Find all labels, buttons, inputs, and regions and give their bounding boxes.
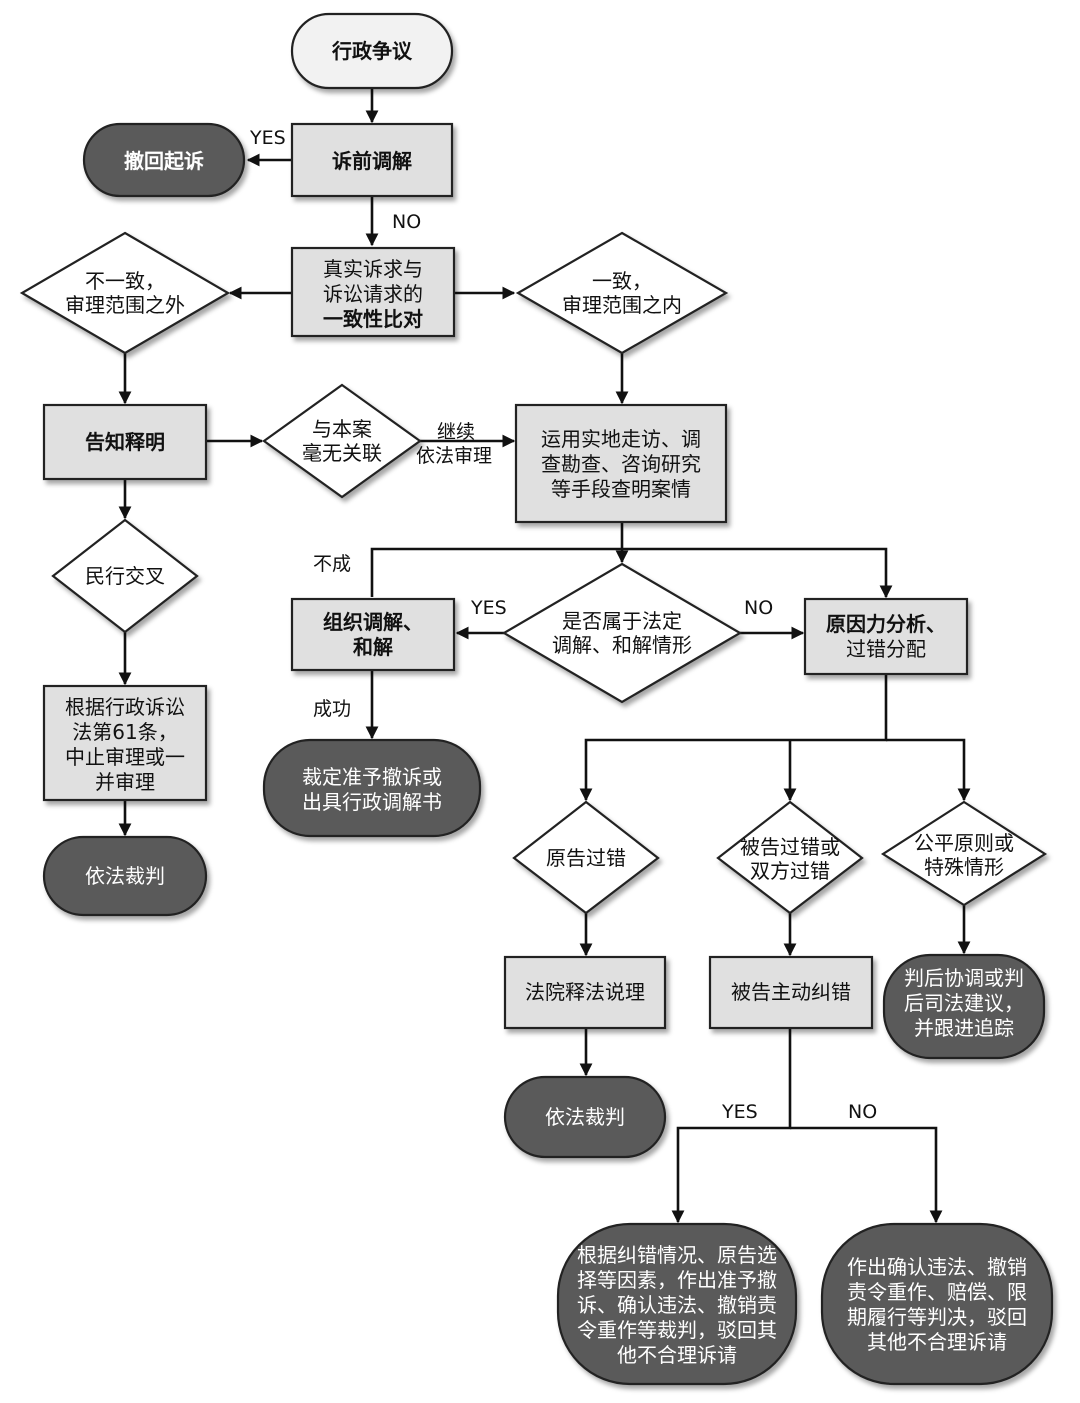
label-yes-result: YES bbox=[721, 1101, 758, 1123]
node-mismatch-line2: 审理范围之外 bbox=[65, 293, 185, 317]
node-judge-left-text: 依法裁判 bbox=[85, 864, 165, 888]
node-approve: 裁定准予撤诉或 出具行政调解书 bbox=[262, 738, 482, 838]
node-mismatch: 不一致， 审理范围之外 bbox=[19, 231, 231, 355]
label-no-compare: NO bbox=[392, 211, 421, 233]
edge-correct-branch bbox=[671, 1028, 792, 1224]
node-pre-mediation-text: 诉前调解 bbox=[332, 149, 412, 173]
node-result-yes-line2: 择等因素，作出准予撤 bbox=[577, 1268, 777, 1292]
node-court-explain-text: 法院释法说理 bbox=[525, 980, 645, 1004]
node-inform-text: 告知释明 bbox=[85, 430, 165, 454]
node-match-line2: 审理范围之内 bbox=[562, 293, 682, 317]
node-post-judgment-line3: 并跟进追踪 bbox=[914, 1016, 1014, 1040]
node-compare-line3: 一致性比对 bbox=[323, 307, 423, 331]
node-compare-line2: 诉讼请求的 bbox=[323, 282, 423, 306]
label-no-result: NO bbox=[848, 1101, 877, 1123]
node-organize: 组织调解、 和解 bbox=[290, 597, 456, 672]
node-approve-line2: 出具行政调解书 bbox=[302, 790, 442, 814]
node-investigate: 运用实地走访、调 查勘查、咨询研究 等手段查明案情 bbox=[514, 403, 728, 524]
node-dispute: 行政争议 bbox=[290, 12, 454, 90]
node-art61: 根据行政诉讼 法第61条， 中止审理或一 并审理 bbox=[42, 684, 208, 802]
node-art61-line1: 根据行政诉讼 bbox=[65, 695, 185, 719]
node-defendant-fault-line1: 被告过错或 bbox=[740, 835, 840, 859]
node-post-judgment-line1: 判后协调或判 bbox=[904, 966, 1024, 990]
node-organize-line1: 组织调解、 bbox=[323, 610, 423, 634]
node-judge-mid-text: 依法裁判 bbox=[545, 1105, 625, 1129]
node-cause-line1: 原因力分析、 bbox=[826, 612, 946, 636]
node-judge-left: 依法裁判 bbox=[42, 835, 208, 917]
edges bbox=[118, 88, 971, 1224]
node-is-legal-line1: 是否属于法定 bbox=[562, 609, 682, 633]
node-defendant-correct: 被告主动纠错 bbox=[708, 955, 874, 1030]
node-investigate-line1: 运用实地走访、调 bbox=[541, 427, 701, 451]
label-continue-1: 继续 bbox=[437, 421, 475, 443]
node-fairness: 公平原则或 特殊情形 bbox=[880, 800, 1048, 907]
node-is-legal-line2: 调解、和解情形 bbox=[552, 633, 692, 657]
edge-labels: YES NO 继续 依法审理 不成 成功 YES NO YES NO bbox=[249, 127, 877, 1123]
node-unrelated: 与本案 毫无关联 bbox=[262, 383, 422, 499]
node-result-no-line3: 期履行等判决，驳回 bbox=[847, 1305, 1027, 1329]
node-result-no: 作出确认违法、撤销 责令重作、赔偿、限 期履行等判决，驳回 其他不合理诉请 bbox=[820, 1222, 1054, 1386]
node-art61-line4: 并审理 bbox=[95, 770, 155, 794]
node-compare: 真实诉求与 诉讼请求的 一致性比对 bbox=[290, 246, 456, 338]
edge-correct-no bbox=[790, 1126, 943, 1224]
node-post-judgment: 判后协调或判 后司法建议， 并跟进追踪 bbox=[882, 953, 1046, 1060]
node-investigate-line2: 查勘查、咨询研究 bbox=[541, 452, 701, 476]
label-continue-2: 依法审理 bbox=[416, 445, 492, 467]
node-defendant-correct-text: 被告主动纠错 bbox=[731, 980, 851, 1004]
label-yes-organize: YES bbox=[470, 597, 507, 619]
label-no-cause: NO bbox=[744, 597, 773, 619]
node-result-no-line4: 其他不合理诉请 bbox=[867, 1330, 1007, 1354]
edge-fail-organize bbox=[370, 547, 622, 597]
node-result-yes-line5: 他不合理诉请 bbox=[617, 1343, 737, 1367]
node-result-yes-line3: 诉、确认违法、撤销责 bbox=[577, 1293, 777, 1317]
node-civil-cross-text: 民行交叉 bbox=[85, 564, 165, 588]
node-art61-line3: 中止审理或一 bbox=[65, 745, 185, 769]
node-defendant-fault: 被告过错或 双方过错 bbox=[716, 800, 864, 915]
node-fairness-line2: 特殊情形 bbox=[924, 855, 1004, 879]
node-defendant-fault-line2: 双方过错 bbox=[750, 859, 830, 883]
node-dispute-text: 行政争议 bbox=[331, 39, 413, 63]
node-judge-mid: 依法裁判 bbox=[503, 1075, 667, 1159]
node-cause-line2: 过错分配 bbox=[846, 637, 926, 661]
label-fail: 不成 bbox=[313, 553, 351, 575]
node-pre-mediation: 诉前调解 bbox=[290, 122, 454, 198]
node-withdraw-text: 撤回起诉 bbox=[124, 149, 204, 173]
node-approve-line1: 裁定准予撤诉或 bbox=[302, 765, 442, 789]
node-investigate-line3: 等手段查明案情 bbox=[551, 477, 691, 501]
node-court-explain: 法院释法说理 bbox=[503, 955, 667, 1030]
node-result-no-line1: 作出确认违法、撤销 bbox=[847, 1255, 1027, 1279]
edge-branch-fairness bbox=[886, 738, 971, 802]
node-result-yes: 根据纠错情况、原告选 择等因素，作出准予撤 诉、确认违法、撤销责 令重作等裁判，… bbox=[556, 1222, 798, 1386]
node-civil-cross: 民行交叉 bbox=[51, 518, 199, 634]
node-art61-line2: 法第61条， bbox=[72, 720, 177, 744]
node-post-judgment-line2: 后司法建议， bbox=[904, 991, 1024, 1015]
node-inform: 告知释明 bbox=[42, 403, 208, 481]
label-success: 成功 bbox=[313, 698, 351, 720]
node-is-legal: 是否属于法定 调解、和解情形 bbox=[501, 562, 743, 704]
node-result-yes-line4: 令重作等裁判，驳回其 bbox=[577, 1318, 777, 1342]
edge-investigate-cause bbox=[622, 547, 893, 599]
node-compare-line1: 真实诉求与 bbox=[323, 257, 423, 281]
edge-cause-branch bbox=[579, 674, 888, 802]
node-fairness-line1: 公平原则或 bbox=[914, 831, 1014, 855]
node-mismatch-line1: 不一致， bbox=[85, 269, 165, 293]
node-organize-line2: 和解 bbox=[353, 635, 393, 659]
node-match: 一致， 审理范围之内 bbox=[515, 231, 729, 355]
node-withdraw: 撤回起诉 bbox=[82, 122, 246, 198]
node-match-line1: 一致， bbox=[592, 269, 652, 293]
node-plaintiff-fault-text: 原告过错 bbox=[546, 846, 626, 870]
node-cause: 原因力分析、 过错分配 bbox=[803, 597, 969, 676]
label-yes-withdraw: YES bbox=[249, 127, 286, 149]
node-unrelated-line1: 与本案 bbox=[312, 417, 372, 441]
node-plaintiff-fault: 原告过错 bbox=[512, 800, 660, 915]
node-unrelated-line2: 毫无关联 bbox=[302, 441, 382, 465]
node-result-yes-line1: 根据纠错情况、原告选 bbox=[577, 1243, 777, 1267]
node-result-no-line2: 责令重作、赔偿、限 bbox=[847, 1280, 1027, 1304]
